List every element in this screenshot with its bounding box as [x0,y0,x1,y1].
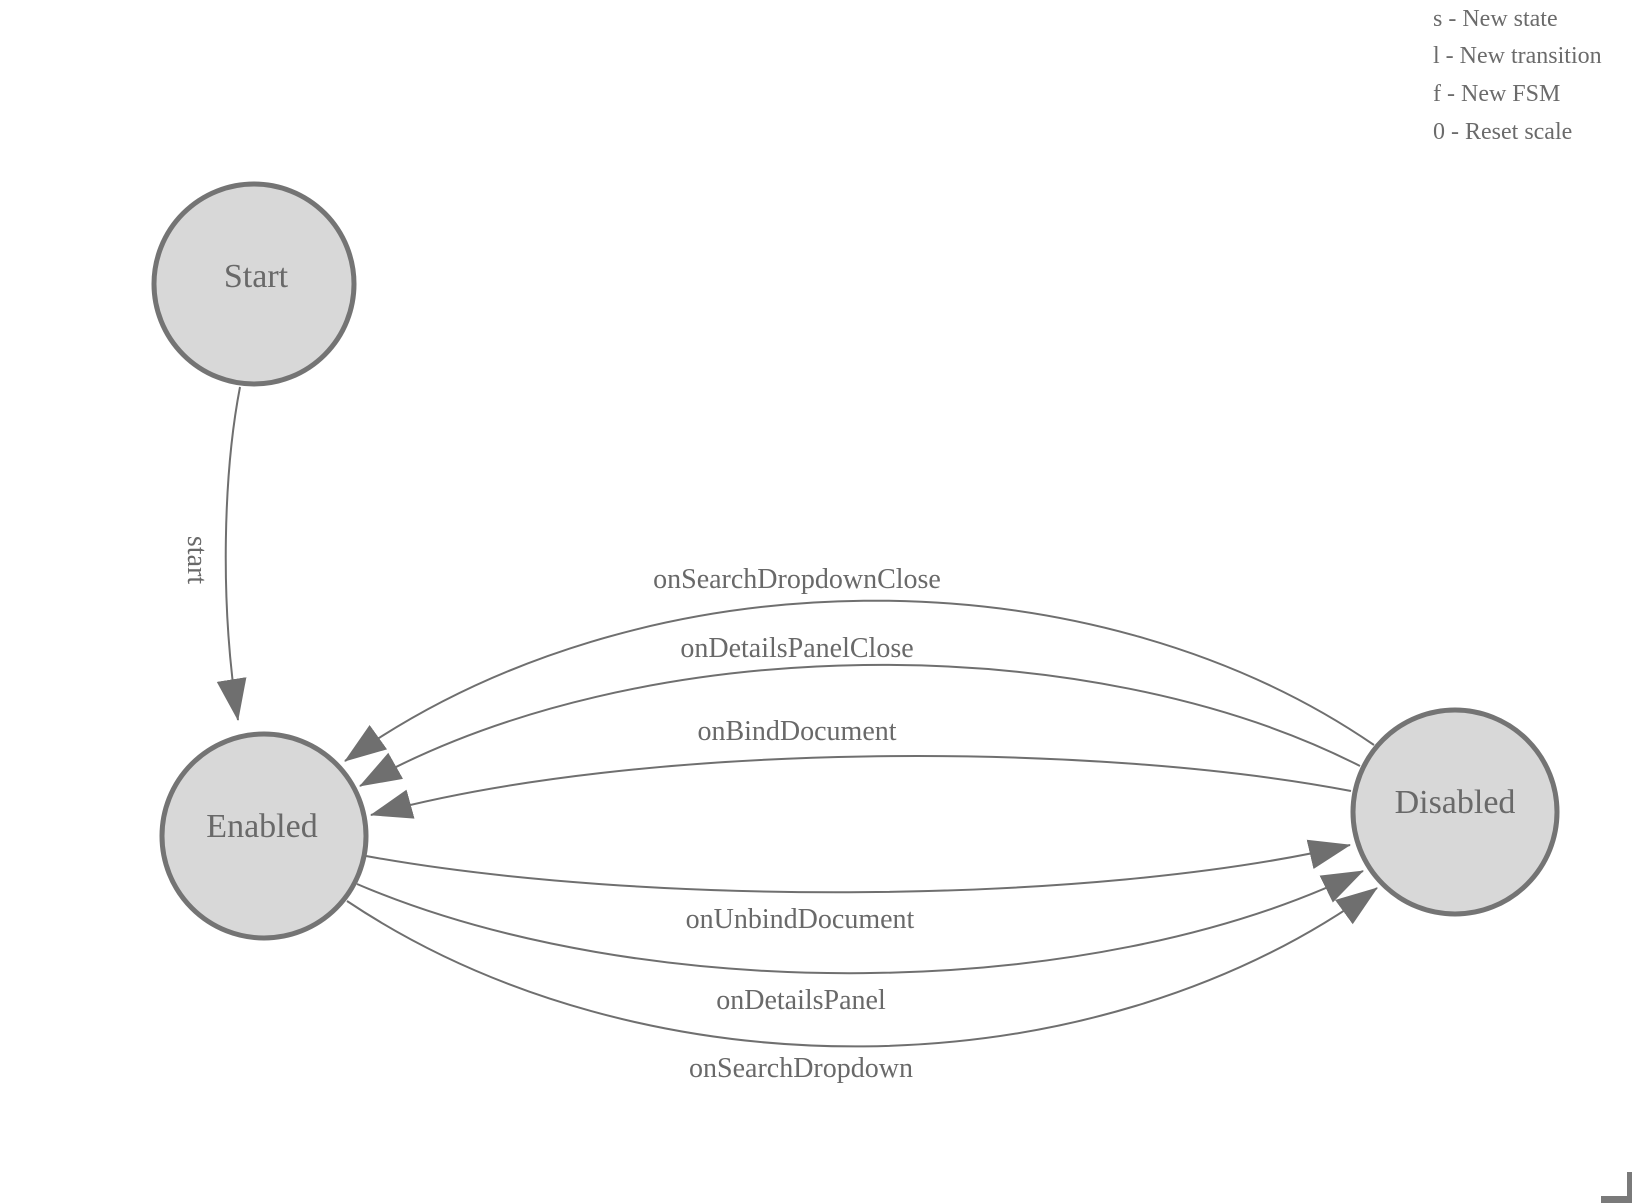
state-node-disabled[interactable]: Disabled [1350,707,1560,917]
state-node-start[interactable]: Start [151,181,357,387]
transition-edge-disabled-to-enabled-3[interactable] [370,755,1352,819]
legend-item-reset-scale: 0 - Reset scale [1433,119,1573,145]
state-circle-start[interactable] [151,181,357,387]
legend-item-new-fsm: f - New FSM [1433,81,1561,107]
transition-label-onbinddocument: onBindDocument [697,716,896,747]
transition-edge-start-to-enabled[interactable] [216,386,247,721]
state-label-disabled: Disabled [1395,784,1516,821]
transition-label-onsearchdropdownclose: onSearchDropdownClose [653,564,941,595]
transition-label-onsearchdropdown: onSearchDropdown [689,1053,913,1084]
state-circle-enabled[interactable] [159,731,369,941]
transition-label-ondetailspanel: onDetailsPanel [716,985,886,1016]
transition-label-start: start [181,536,212,584]
scale-indicator-corner [1601,1172,1632,1203]
legend-item-new-transition: l - New transition [1433,43,1602,69]
legend-item-new-state: s - New state [1433,6,1558,32]
state-label-enabled: Enabled [206,808,317,845]
transition-edge-enabled-to-disabled-3[interactable] [346,887,1378,1048]
state-node-enabled[interactable]: Enabled [159,731,369,941]
transition-edge-disabled-to-enabled-1[interactable] [344,599,1375,762]
transition-label-onunbinddocument: onUnbindDocument [686,904,915,935]
state-circle-disabled[interactable] [1350,707,1560,917]
transition-label-ondetailspanelclose: onDetailsPanelClose [680,633,913,664]
transition-edge-disabled-to-enabled-2[interactable] [359,663,1361,787]
state-label-start: Start [224,258,289,295]
transition-labels: start onSearchDropdownClose onDetailsPan… [181,536,941,1084]
transition-edge-enabled-to-disabled-2[interactable] [356,870,1364,975]
transition-edges [216,386,1378,1048]
transition-edge-enabled-to-disabled-1[interactable] [365,839,1351,894]
